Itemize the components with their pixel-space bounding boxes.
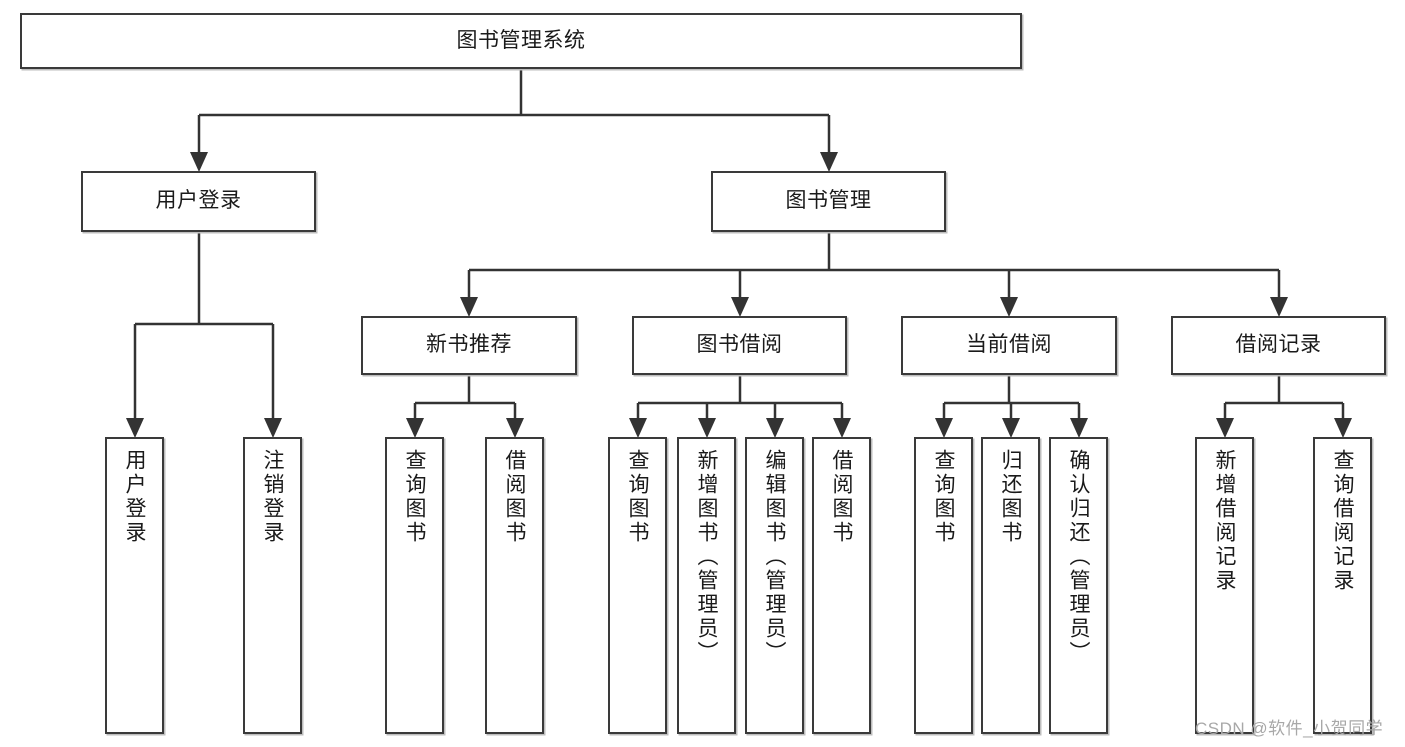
node-label: 图书借阅 [696, 333, 783, 357]
node-label: 用户登录 [155, 189, 242, 213]
node-leaf-borrow-book-1[interactable]: 借阅图书 [485, 437, 544, 734]
node-label: 借阅图书 [830, 449, 853, 545]
node-new-book-rec[interactable]: 新书推荐 [361, 316, 577, 375]
node-label: 查询图书 [403, 449, 426, 545]
node-leaf-add-book[interactable]: 新增图书（管理员） [677, 437, 736, 734]
node-label: 确认归还（管理员） [1067, 449, 1090, 665]
node-book-manage[interactable]: 图书管理 [711, 171, 946, 232]
node-label: 新书推荐 [426, 333, 512, 357]
node-label: 借阅图书 [503, 449, 526, 545]
node-leaf-query-book-3[interactable]: 查询图书 [914, 437, 973, 734]
node-user-login[interactable]: 用户登录 [81, 171, 316, 232]
node-leaf-confirm-ret[interactable]: 确认归还（管理员） [1049, 437, 1108, 734]
node-leaf-return-book[interactable]: 归还图书 [981, 437, 1040, 734]
node-leaf-query-book-1[interactable]: 查询图书 [385, 437, 444, 734]
node-leaf-query-record[interactable]: 查询借阅记录 [1313, 437, 1372, 734]
node-label: 归还图书 [999, 449, 1022, 545]
node-label: 注销登录 [261, 449, 284, 545]
node-leaf-query-book-2[interactable]: 查询图书 [608, 437, 667, 734]
node-label: 新增借阅记录 [1213, 449, 1236, 593]
node-borrow-record[interactable]: 借阅记录 [1171, 316, 1386, 375]
node-label: 编辑图书（管理员） [763, 449, 786, 665]
csdn-watermark: CSDN @软件_小贺同学 [1195, 719, 1384, 738]
node-label: 查询图书 [932, 449, 955, 545]
node-current-borrow[interactable]: 当前借阅 [901, 316, 1117, 375]
node-book-borrow[interactable]: 图书借阅 [632, 316, 847, 375]
node-label: 用户登录 [123, 449, 146, 545]
node-label: 借阅记录 [1235, 333, 1322, 357]
node-leaf-user-login[interactable]: 用户登录 [105, 437, 164, 734]
node-leaf-add-record[interactable]: 新增借阅记录 [1195, 437, 1254, 734]
node-leaf-user-logout[interactable]: 注销登录 [243, 437, 302, 734]
node-label: 当前借阅 [966, 333, 1052, 357]
node-leaf-edit-book[interactable]: 编辑图书（管理员） [745, 437, 804, 734]
node-leaf-borrow-book-2[interactable]: 借阅图书 [812, 437, 871, 734]
node-label: 图书管理系统 [456, 28, 586, 52]
node-root[interactable]: 图书管理系统 [20, 13, 1022, 69]
node-label: 查询图书 [626, 449, 649, 545]
node-label: 查询借阅记录 [1331, 449, 1354, 593]
node-label: 图书管理 [785, 189, 872, 213]
node-label: 新增图书（管理员） [695, 449, 718, 665]
